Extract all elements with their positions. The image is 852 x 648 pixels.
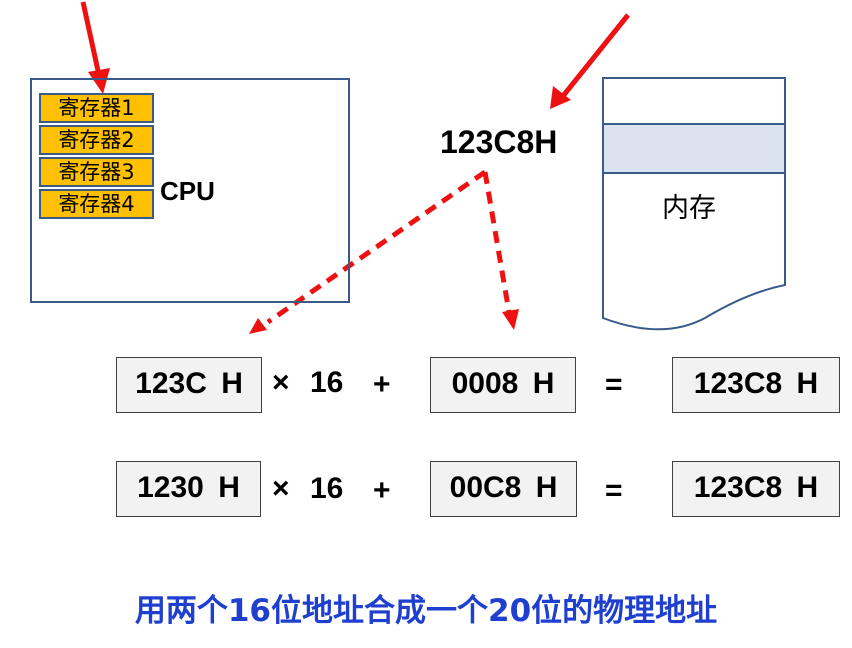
segment-value-1: 123C H [116, 357, 262, 413]
dashed-arrow-to-segment [266, 169, 487, 325]
segment-value-2: 1230 H [116, 461, 261, 517]
equals-sign-2: = [605, 474, 623, 507]
cpu-box [30, 78, 350, 303]
arrow-to-address [561, 13, 630, 98]
plus-sign-1: + [373, 368, 391, 401]
offset-value-2: 00C8 H [430, 461, 577, 517]
register-2: 寄存器2 [39, 125, 154, 155]
caption: 用两个16位地址合成一个20位的物理地址 [134, 593, 718, 629]
arrow-to-address-head [550, 86, 571, 109]
result-value-2: 123C8 H [672, 461, 840, 517]
times-sign-2: × [272, 472, 290, 505]
dashed-arrow-to-offset-head [502, 309, 519, 330]
register-4: 寄存器4 [39, 189, 154, 219]
factor-2: 16 [310, 472, 344, 505]
result-value-1: 123C8 H [672, 357, 840, 413]
factor-1: 16 [310, 366, 344, 399]
register-3: 寄存器3 [39, 157, 154, 187]
times-sign-1: × [272, 366, 290, 399]
arrow-to-registers-head [88, 68, 110, 94]
arrow-to-registers [80, 1, 103, 81]
cpu-label: CPU [160, 176, 215, 206]
memory-highlight-cell [602, 123, 786, 174]
memory-label: 内存 [662, 193, 716, 224]
plus-sign-2: + [373, 474, 391, 507]
equals-sign-1: = [605, 368, 623, 401]
register-1: 寄存器1 [39, 93, 154, 123]
dashed-arrow-to-segment-head [249, 318, 267, 334]
dashed-arrow-to-offset [482, 171, 512, 313]
physical-address-label: 123C8H [440, 124, 558, 160]
offset-value-1: 0008 H [430, 357, 576, 413]
